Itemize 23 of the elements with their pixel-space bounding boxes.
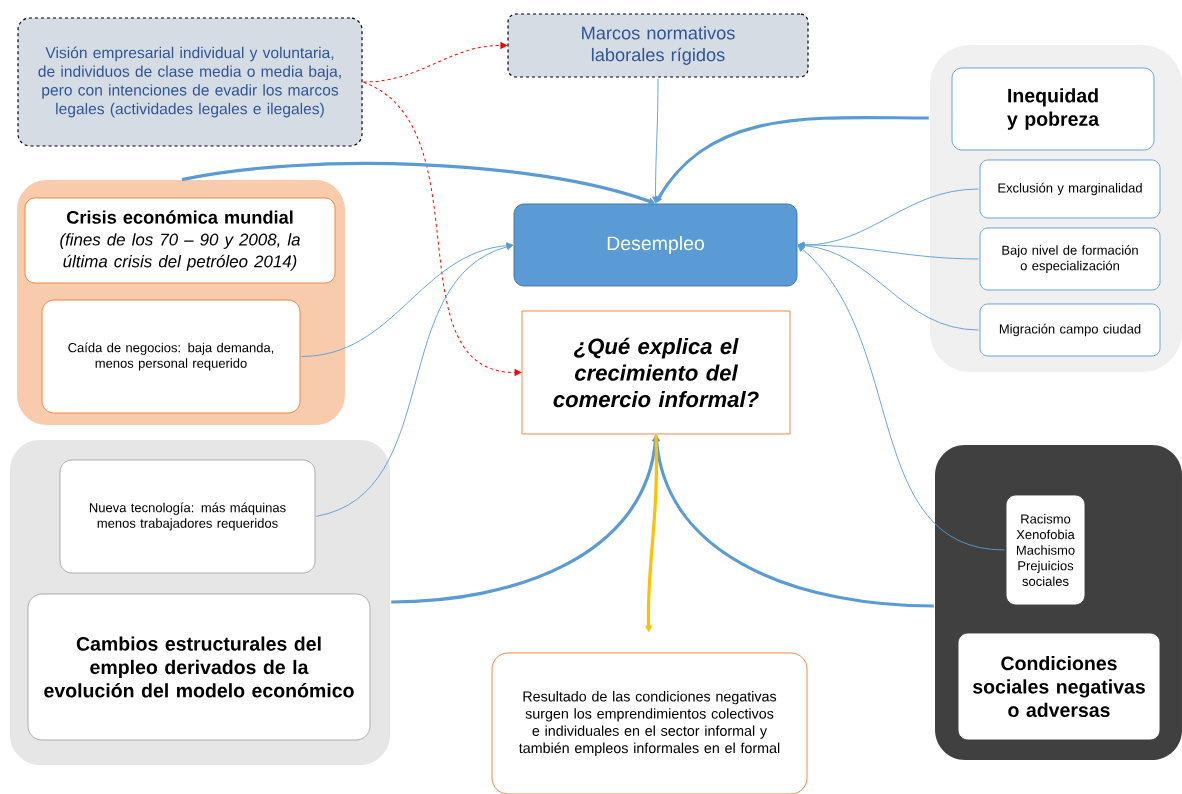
arrow xyxy=(798,242,979,331)
heading-box: Cambios estructurales del empleo derivados de la evolución del modelo económico xyxy=(27,593,371,741)
result-box: Resultado de las condiciones negativas surgen los emprendimientos colectivos e individuales en el sector informal y también empleos informales en el formal xyxy=(491,652,808,794)
note-box: Visión empresarial individual y voluntaria, de individuos de clase media o media baja, pero con intenciones de evadir los marcos legales (actividades legales e ilegales) xyxy=(17,17,363,147)
cause-box: Nueva tecnología: más máquinas menos trabajadores requeridos xyxy=(59,459,316,574)
process-box: Desempleo xyxy=(513,203,798,287)
heading-box: Condiciones sociales negativas o adversas xyxy=(957,632,1161,741)
arrow xyxy=(652,78,659,203)
arrow xyxy=(301,242,513,357)
cause-box: Racismo Xenofobia Machismo Prejuicios sociales xyxy=(1005,494,1086,606)
heading-box: Inequidad y pobreza xyxy=(951,67,1155,151)
cause-box: Exclusión y marginalidad xyxy=(979,159,1161,219)
cause-box: Bajo nivel de formación o especialización xyxy=(979,227,1161,291)
question-box: ¿Qué explica el crecimiento del comercio informal? xyxy=(521,310,791,435)
arrow xyxy=(798,241,979,260)
cause-box: Migración campo ciudad xyxy=(979,303,1161,357)
heading-box: Crisis económica mundial (fines de los 70 – 90 y 2008, la última crisis del petróleo 2014) xyxy=(24,197,336,284)
process-box: Marcos normativos laborales rígidos xyxy=(507,13,809,78)
arrow xyxy=(363,81,521,376)
arrow xyxy=(363,42,507,83)
cause-box: Caída de negocios: baja demanda, menos personal requerido xyxy=(41,299,301,414)
arrow xyxy=(316,243,514,517)
arrow xyxy=(797,245,1005,551)
